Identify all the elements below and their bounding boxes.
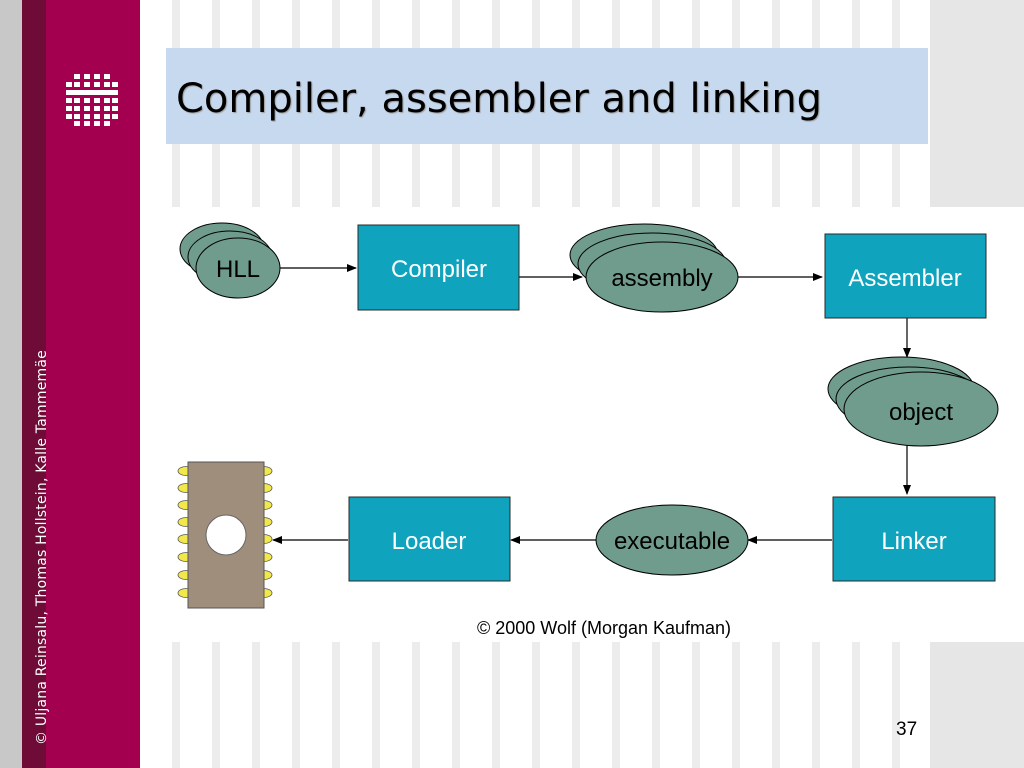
institution-logo-icon (66, 74, 118, 126)
executable-file: executable (595, 504, 749, 576)
toolchain-diagram: HLL Compiler assembly Assembler object (144, 207, 1024, 642)
compiler-box: Compiler (357, 224, 520, 311)
linker-label: Linker (881, 528, 946, 555)
object-file-stack: object (827, 356, 999, 447)
figure-copyright: © 2000 Wolf (Morgan Kaufman) (477, 618, 732, 638)
side-credit: © Uljana Reinsalu, Thomas Hollstein, Kal… (34, 350, 50, 745)
left-dark-strip (22, 0, 46, 768)
slide-title: Compiler, assembler and linking (176, 76, 823, 122)
hll-label: HLL (216, 256, 260, 283)
loader-box: Loader (348, 496, 511, 582)
compiler-label: Compiler (391, 256, 487, 283)
title-bar (166, 48, 928, 144)
memory-chip-icon (177, 461, 273, 609)
page-number: 37 (896, 719, 918, 740)
left-gray-strip (0, 0, 22, 768)
assembler-label: Assembler (848, 265, 961, 292)
linker-box: Linker (832, 496, 996, 582)
executable-label: executable (614, 528, 730, 555)
assembler-box: Assembler (824, 233, 987, 319)
assembly-file-stack: assembly (569, 223, 739, 313)
loader-label: Loader (392, 528, 467, 555)
left-accent-band (46, 0, 140, 768)
assembly-label: assembly (611, 265, 712, 292)
hll-file-stack: HLL (179, 222, 281, 299)
object-label: object (889, 399, 953, 426)
